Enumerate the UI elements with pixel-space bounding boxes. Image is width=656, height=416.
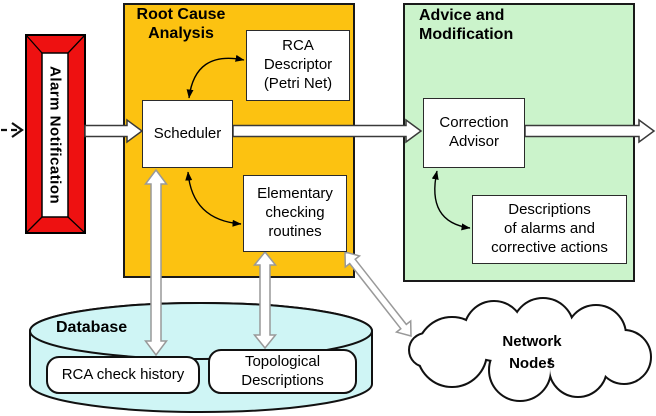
incoming-alarm-dashed-arrow (1, 122, 24, 138)
network-cloud (408, 297, 652, 402)
arrow-scheduler-to-advisor (232, 118, 423, 144)
topological-descriptions-box: Topological Descriptions (208, 349, 357, 394)
arrow-alarm-to-scheduler (84, 118, 144, 144)
rca-descriptor-box: RCA Descriptor (Petri Net) (246, 30, 350, 101)
arrow-scheduler-routines (185, 171, 242, 227)
arrow-scheduler-descriptor (186, 54, 245, 99)
arrow-routines-network (344, 251, 412, 337)
alarm-notification-frame (25, 34, 86, 234)
elementary-routines-box: Elementary checking routines (243, 175, 347, 252)
alarm-notification-label: Alarm Notification (46, 65, 64, 205)
arrow-routines-database (252, 250, 278, 350)
root-cause-analysis-title: Root Cause Analysis (136, 6, 226, 43)
arrow-advisor-out (524, 118, 656, 144)
correction-advisor-box: Correction Advisor (423, 98, 525, 168)
arrow-scheduler-database (144, 168, 168, 357)
network-nodes-label: Network Nodes (502, 333, 562, 372)
scheduler-box: Scheduler (142, 100, 233, 168)
database-title: Database (56, 319, 128, 336)
rca-check-history-box: RCA check history (46, 356, 200, 394)
arrow-advisor-descriptions (431, 170, 471, 231)
descriptions-box: Descriptions of alarms and corrective ac… (472, 195, 627, 264)
advice-modification-title: Advice and Modification (419, 7, 514, 44)
